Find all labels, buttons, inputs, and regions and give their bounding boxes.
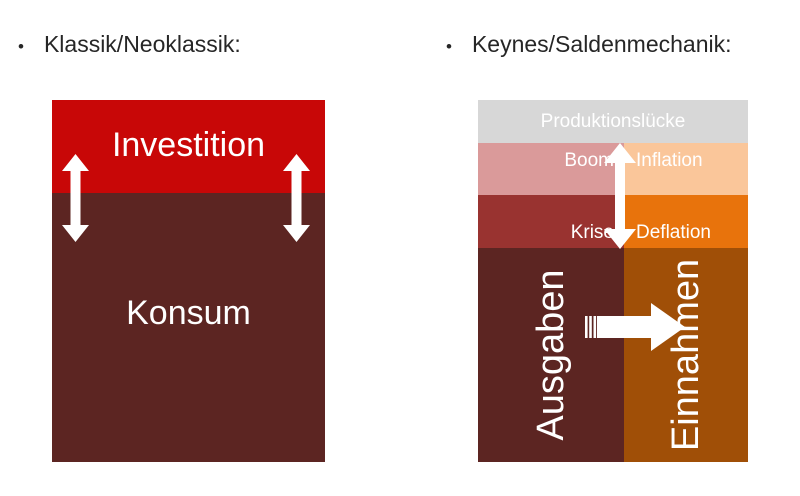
diagram-keynes: Boom Krise Ausgaben Inflation Deflation …: [478, 100, 748, 462]
double-arrow-vertical-icon: [604, 143, 636, 249]
heading-klassik-label: Klassik/Neoklassik:: [43, 31, 241, 57]
band-investition-label: Investition: [111, 126, 266, 164]
band-ausgaben: Ausgaben: [478, 248, 624, 462]
column-ausgaben: Boom Krise Ausgaben: [478, 143, 624, 462]
arrow-right-icon: [585, 303, 685, 351]
band-konsum-label: Konsum: [126, 294, 251, 332]
band-einnahmen: Einnahmen: [624, 248, 748, 462]
band-produktionsluecke: Produktionslücke: [478, 100, 748, 143]
double-arrow-vertical-icon: [62, 154, 89, 242]
bullet-icon: •: [18, 37, 24, 56]
diagram-klassik: Konsum Investition: [52, 100, 325, 462]
heading-klassik: • Klassik/Neoklassik:: [18, 33, 241, 56]
band-ausgaben-label: Ausgaben: [530, 269, 572, 441]
band-konsum: Konsum: [52, 193, 325, 462]
column-einnahmen: Inflation Deflation Einnahmen: [624, 143, 748, 462]
band-inflation: Inflation: [624, 143, 748, 195]
band-inflation-label: Inflation: [636, 150, 703, 171]
band-krise-label: Krise: [570, 222, 614, 243]
band-produktionsluecke-label: Produktionslücke: [540, 111, 686, 132]
band-investition: [52, 100, 325, 193]
double-arrow-vertical-icon: [283, 154, 310, 242]
band-deflation: Deflation: [624, 195, 748, 248]
band-investition-labelwrap: Investition: [52, 100, 325, 193]
heading-keynes: • Keynes/Saldenmechanik:: [446, 33, 732, 56]
band-boom: Boom: [478, 143, 624, 195]
band-einnahmen-label: Einnahmen: [665, 258, 707, 452]
band-deflation-label: Deflation: [636, 222, 711, 243]
heading-keynes-label: Keynes/Saldenmechanik:: [471, 31, 732, 57]
band-krise: Krise: [478, 195, 624, 248]
bullet-icon: •: [446, 37, 452, 56]
band-boom-label: Boom: [564, 150, 614, 171]
